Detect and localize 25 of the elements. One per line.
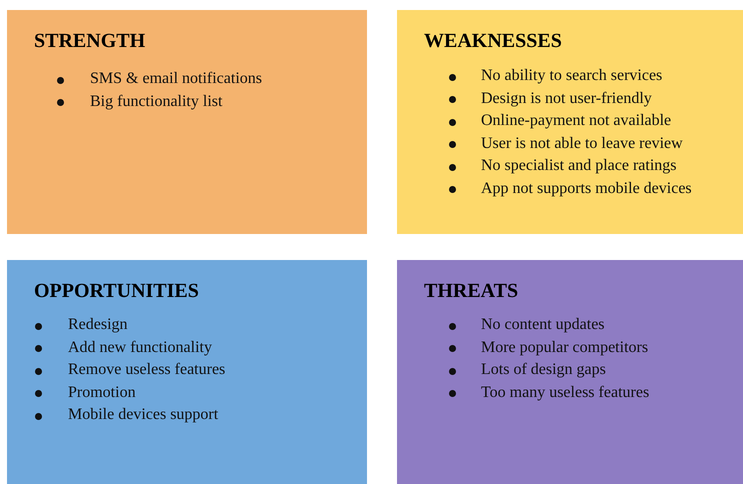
list-item: Too many useless features xyxy=(481,384,650,402)
panel-heading: THREATS xyxy=(424,280,518,303)
panel-heading: WEAKNESSES xyxy=(424,30,562,53)
list-item: App not supports mobile devices xyxy=(481,180,692,198)
list-item: More popular competitors xyxy=(481,338,648,356)
list-item: Lots of design gaps xyxy=(481,361,606,379)
list-item: No ability to search services xyxy=(481,67,662,85)
list-item: Online-payment not available xyxy=(481,112,672,130)
list-item: Redesign xyxy=(68,316,128,334)
swot-panel xyxy=(397,10,743,234)
list-item: No content updates xyxy=(481,316,605,334)
panel-heading: OPPORTUNITIES xyxy=(34,280,199,303)
list-item: Remove useless features xyxy=(68,361,226,379)
list-item: Mobile devices support xyxy=(68,406,218,424)
list-item: Add new functionality xyxy=(68,338,212,356)
swot-panel xyxy=(7,260,367,484)
list-item: Big functionality list xyxy=(90,92,222,110)
panel-heading: STRENGTH xyxy=(34,30,146,53)
swot-panel xyxy=(397,260,743,484)
list-item: Promotion xyxy=(68,384,136,402)
list-item: SMS & email notifications xyxy=(90,70,262,88)
swot-panel xyxy=(7,10,367,234)
list-item: User is not able to leave review xyxy=(481,134,683,152)
list-item: Design is not user-friendly xyxy=(481,90,652,108)
list-item: No specialist and place ratings xyxy=(481,157,676,175)
